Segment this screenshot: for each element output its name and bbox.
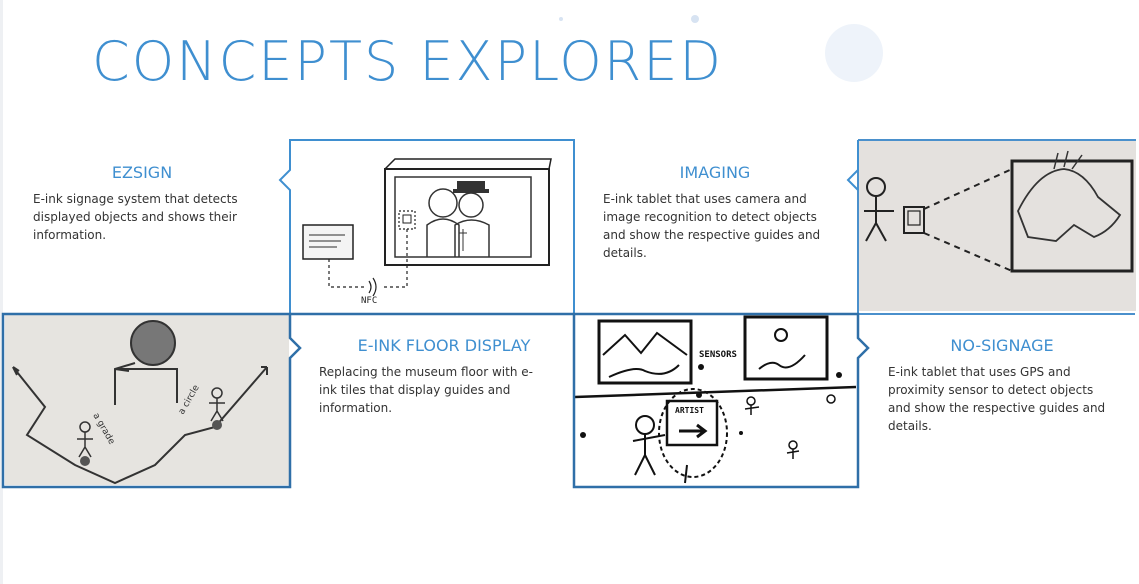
concept-heading: E-INK FLOOR DISPLAY: [357, 336, 531, 355]
concept-e-ink-floor-display: E-INK FLOOR DISPLAY Replacing the museum…: [319, 336, 545, 417]
concept-imaging: IMAGING E-ink tablet that uses camera an…: [603, 163, 827, 262]
ezsign-sketch-image: NFC: [291, 141, 573, 313]
nfc-label: NFC: [361, 296, 377, 306]
sensors-label: SENSORS: [699, 350, 737, 360]
left-edge-rule: [0, 0, 3, 584]
concept-no-signage: NO-SIGNAGE E-ink tablet that uses GPS an…: [888, 336, 1116, 435]
concept-heading: EZSIGN: [111, 163, 173, 182]
concept-heading: NO-SIGNAGE: [950, 336, 1054, 355]
no-signage-sketch-image: SENSORS ARTIST: [575, 315, 856, 485]
concept-description: E-ink signage system that detects displa…: [33, 192, 238, 242]
concept-description: E-ink tablet that uses GPS and proximity…: [888, 365, 1106, 433]
floor-display-sketch-image: a grade a circle: [5, 315, 289, 485]
concept-description: E-ink tablet that uses camera and image …: [603, 192, 821, 260]
artist-label: ARTIST: [675, 406, 704, 415]
decorative-dot: [559, 17, 563, 21]
decorative-circle: [825, 24, 883, 82]
concept-heading: IMAGING: [679, 163, 751, 182]
decorative-dot: [691, 15, 699, 23]
concept-description: Replacing the museum floor with e-ink ti…: [319, 365, 533, 415]
imaging-sketch-image: [858, 141, 1136, 311]
page-title: CONCEPTS EXPLORED: [92, 30, 723, 93]
concept-ezsign: EZSIGN E-ink signage system that detects…: [33, 163, 265, 244]
